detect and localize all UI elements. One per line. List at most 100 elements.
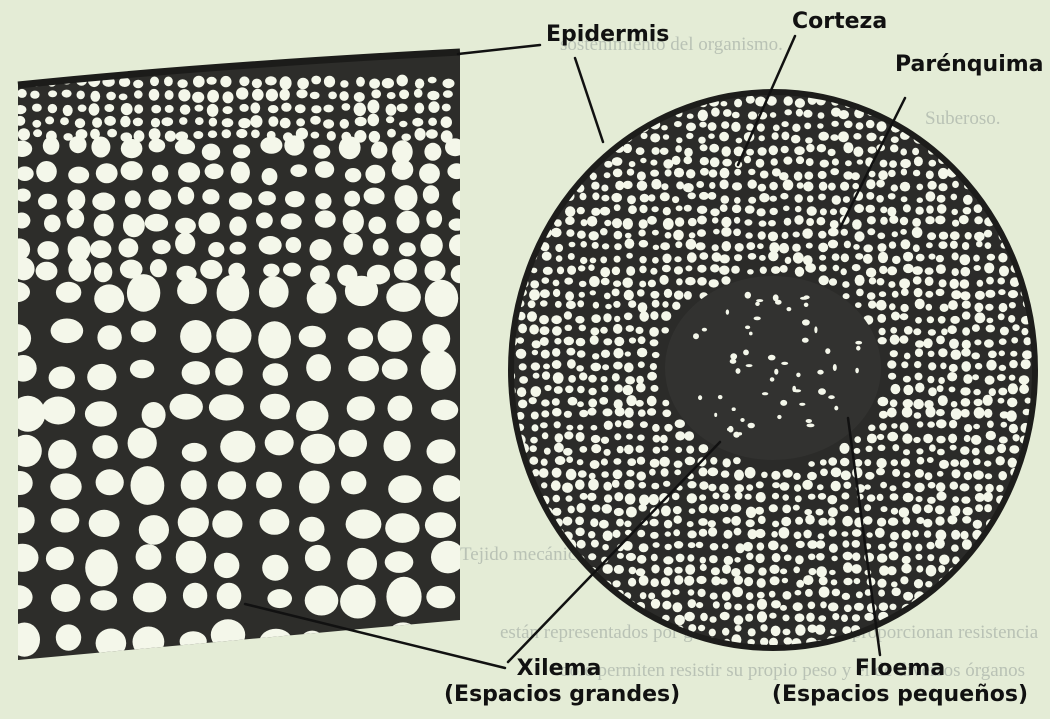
plant-cell: [662, 410, 671, 418]
plant-cell: [364, 188, 385, 205]
plant-cell: [951, 209, 958, 215]
plant-cell: [577, 459, 584, 465]
plant-cell: [734, 557, 740, 563]
vessel-space: [817, 370, 823, 375]
plant-cell: [915, 554, 922, 560]
plant-cell: [623, 144, 632, 153]
plant-cell: [162, 117, 174, 126]
plant-cell: [211, 619, 245, 650]
plant-cell: [652, 147, 660, 155]
plant-cell: [539, 315, 549, 324]
plant-cell: [648, 593, 655, 600]
plant-cell: [877, 314, 886, 323]
plant-cell: [818, 194, 826, 201]
plant-cell: [568, 506, 575, 514]
plant-cell: [119, 94, 128, 101]
plant-cell: [165, 90, 174, 100]
plant-cell: [709, 555, 718, 563]
vessel-space: [727, 428, 730, 431]
plant-cell: [566, 456, 573, 463]
plant-cell: [889, 215, 898, 224]
plant-cell: [747, 604, 755, 612]
plant-cell: [903, 376, 911, 383]
plant-cell: [33, 129, 42, 137]
plant-cell: [85, 401, 117, 426]
transverse-stem-section: [504, 85, 1036, 649]
plant-cell: [647, 372, 657, 381]
plant-cell: [842, 540, 849, 548]
vessel-space: [833, 364, 837, 371]
plant-cell: [890, 327, 897, 334]
plant-cell: [107, 129, 117, 138]
plant-cell: [830, 134, 838, 141]
plant-cell: [795, 624, 805, 635]
plant-cell: [999, 350, 1005, 356]
plant-cell: [579, 325, 586, 332]
plant-cell: [529, 324, 539, 334]
plant-cell: [783, 180, 794, 191]
plant-cell: [938, 183, 947, 191]
plant-cell: [887, 360, 896, 369]
plant-cell: [639, 543, 649, 552]
plant-cell: [673, 230, 684, 241]
plant-cell: [544, 448, 551, 455]
plant-cell: [915, 544, 922, 552]
plant-cell: [947, 515, 957, 524]
plant-cell: [10, 355, 37, 382]
plant-cell: [744, 577, 753, 586]
plant-cell: [890, 399, 898, 407]
plant-cell: [207, 77, 217, 85]
plant-cell: [748, 169, 755, 175]
plant-cell: [104, 116, 116, 126]
plant-cell: [63, 105, 73, 116]
plant-cell: [340, 585, 376, 619]
plant-cell: [756, 492, 766, 502]
plant-cell: [202, 144, 220, 161]
plant-cell: [327, 131, 336, 141]
plant-cell: [120, 116, 130, 127]
plant-cell: [699, 192, 709, 200]
plant-cell: [927, 457, 934, 463]
plant-cell: [324, 76, 335, 88]
plant-cell: [951, 401, 958, 407]
plant-cell: [386, 283, 421, 312]
plant-cell: [625, 233, 632, 239]
plant-cell: [590, 335, 599, 345]
plant-cell: [734, 604, 742, 611]
plant-cell: [1008, 458, 1017, 468]
plant-cell: [150, 77, 159, 87]
plant-cell: [1008, 290, 1018, 298]
plant-cell: [684, 291, 692, 300]
plant-cell: [852, 540, 860, 548]
plant-cell: [37, 241, 58, 259]
plant-cell: [745, 232, 752, 238]
plant-cell: [178, 187, 194, 205]
plant-cell: [877, 579, 886, 588]
plant-cell: [640, 194, 649, 203]
plant-cell: [639, 504, 647, 512]
plant-cell: [533, 373, 540, 379]
plant-cell: [988, 351, 997, 359]
plant-cell: [452, 191, 471, 211]
plant-cell: [963, 374, 972, 384]
vessel-space: [804, 303, 809, 307]
plant-cell: [662, 601, 671, 610]
plant-cell: [818, 533, 825, 539]
plant-cell: [399, 121, 407, 127]
plant-cell: [323, 105, 333, 113]
plant-cell: [220, 76, 231, 87]
plant-cell: [599, 397, 608, 405]
plant-cell: [565, 325, 573, 331]
plant-cell: [891, 459, 898, 466]
plant-cell: [699, 444, 709, 453]
plant-cell: [829, 570, 836, 575]
plant-cell: [903, 385, 913, 395]
plant-cell: [542, 252, 552, 261]
plant-cell: [544, 385, 551, 391]
plant-cell: [552, 348, 560, 357]
plant-cell: [518, 400, 527, 409]
plant-cell: [710, 457, 717, 465]
plant-cell: [553, 372, 564, 384]
plant-cell: [708, 192, 717, 200]
plant-cell: [699, 481, 708, 490]
